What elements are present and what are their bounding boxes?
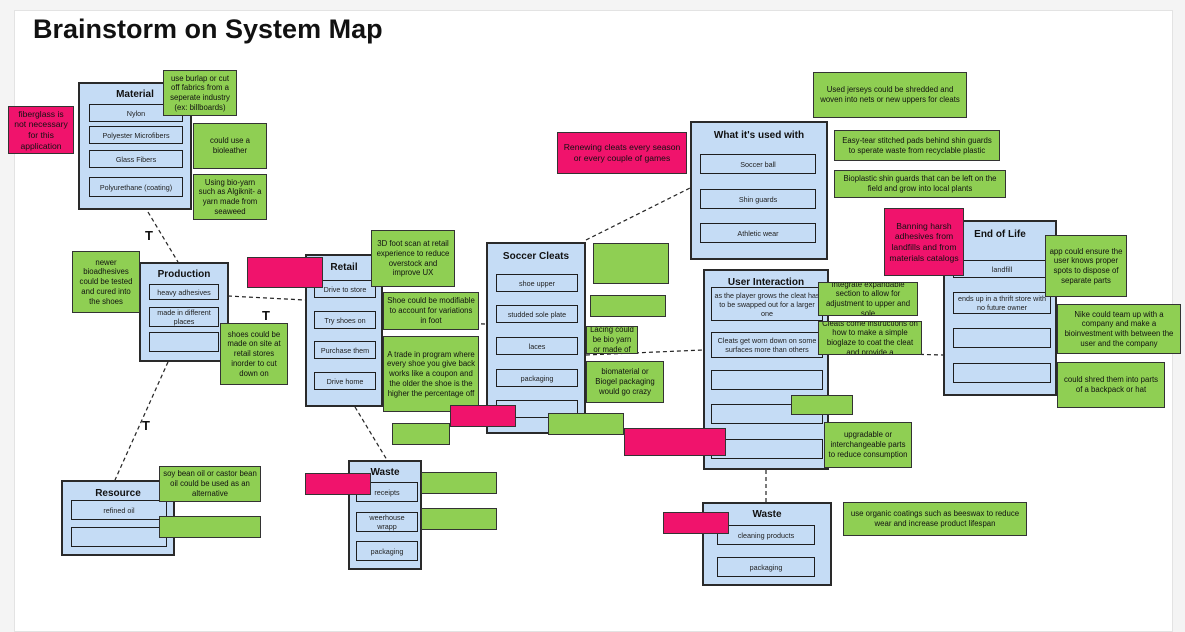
pink-note-renewing[interactable]: Renewing cleats every season or every co… (557, 132, 687, 174)
waste-retail-item[interactable]: weerhouse wrapp (356, 512, 418, 532)
sticky-note-modifiable[interactable]: Shoe could be modifiable to account for … (383, 292, 479, 330)
material-title: Material (116, 89, 154, 100)
sticky-note-lacing[interactable]: Lacing could be bio yarn or made of (586, 326, 638, 354)
sticky-note-biomaterial[interactable]: biomaterial or Biogel packaging would go… (586, 361, 664, 403)
end-of-life-box[interactable]: End of Life landfill ends up in a thrift… (943, 220, 1057, 396)
pink-note-banning[interactable]: Banning harsh adhesives from landfills a… (884, 208, 964, 276)
sticky-note-burlap[interactable]: use burlap or cut off fabrics from a sep… (163, 70, 237, 116)
transport-marker: T (262, 308, 270, 323)
end-of-life-item[interactable]: ends up in a thrift store with no future… (953, 292, 1051, 314)
user-interaction-box[interactable]: User Interaction as the player grows the… (703, 269, 829, 470)
sticky-note-empty[interactable] (421, 472, 497, 494)
transport-marker: T (145, 228, 153, 243)
material-item[interactable]: Polyurethane (coating) (89, 177, 183, 197)
retail-item[interactable]: Purchase them (314, 341, 376, 359)
used-with-box[interactable]: What it's used with Soccer ball Shin gua… (690, 121, 828, 260)
soccer-cleats-item[interactable]: laces (496, 337, 578, 355)
pink-note-empty[interactable] (663, 512, 729, 534)
sticky-note-empty[interactable] (421, 508, 497, 530)
sticky-note-empty[interactable] (548, 413, 624, 435)
transport-marker: T (142, 418, 150, 433)
production-item[interactable]: heavy adhesives (149, 284, 219, 300)
user-interaction-item[interactable]: Cleats get worn down on some surfaces mo… (711, 332, 823, 358)
user-interaction-item[interactable] (711, 439, 823, 459)
sticky-note-upgradable[interactable]: upgradable or interchangeable parts to r… (824, 422, 912, 468)
retail-item[interactable]: Drive to store (314, 280, 376, 298)
sticky-note-shred[interactable]: could shred them into parts of a backpac… (1057, 362, 1165, 408)
sticky-note-empty[interactable] (791, 395, 853, 415)
used-with-item[interactable]: Soccer ball (700, 154, 816, 174)
production-item[interactable] (149, 332, 219, 352)
used-with-title: What it's used with (713, 130, 805, 141)
end-of-life-item[interactable] (953, 328, 1051, 348)
sticky-note-bioglaze[interactable]: Cleats come instructions on how to make … (818, 321, 922, 355)
page-title: Brainstorm on System Map (33, 14, 383, 44)
sticky-note-bioadhesives[interactable]: newer bioadhesives could be tested and c… (72, 251, 140, 313)
sticky-note-bioleather[interactable]: could use a bioleather (193, 123, 267, 169)
waste-retail-title: Waste (370, 467, 400, 478)
production-title: Production (157, 269, 211, 280)
production-item[interactable]: made in different places (149, 307, 219, 327)
pink-note-empty[interactable] (305, 473, 371, 495)
sticky-note-empty[interactable] (590, 295, 666, 317)
resource-item[interactable]: refined oil (71, 500, 167, 520)
waste-retail-item[interactable]: packaging (356, 541, 418, 561)
waste-user-box[interactable]: Waste cleaning products packaging (702, 502, 832, 586)
retail-title: Retail (330, 262, 358, 273)
resource-box[interactable]: Resource refined oil (61, 480, 175, 556)
used-with-item[interactable]: Shin guards (700, 189, 816, 209)
sticky-note-soybean[interactable]: soy bean oil or castor bean oil could be… (159, 466, 261, 502)
material-item[interactable]: Nylon (89, 104, 183, 122)
soccer-cleats-box[interactable]: Soccer Cleats shoe upper studded sole pl… (486, 242, 586, 434)
sticky-note-nike[interactable]: Nike could team up with a company and ma… (1057, 304, 1181, 354)
material-item[interactable]: Glass Fibers (89, 150, 183, 168)
waste-user-title: Waste (752, 509, 782, 520)
end-of-life-title: End of Life (974, 229, 1026, 240)
sticky-note-bioyarn[interactable]: Using bio-yarn such as Algiknit- a yarn … (193, 174, 267, 220)
end-of-life-item[interactable]: landfill (953, 260, 1051, 278)
retail-item[interactable]: Try shoes on (314, 311, 376, 329)
resource-title: Resource (95, 488, 141, 499)
soccer-cleats-item[interactable]: packaging (496, 369, 578, 387)
sticky-note-3d-scan[interactable]: 3D foot scan at retail experience to red… (371, 230, 455, 287)
used-with-item[interactable]: Athletic wear (700, 223, 816, 243)
sticky-note-jerseys[interactable]: Used jerseys could be shredded and woven… (813, 72, 967, 118)
resource-item[interactable] (71, 527, 167, 547)
sticky-note-empty[interactable] (593, 243, 669, 284)
sticky-note-onsite[interactable]: shoes could be made on site at retail st… (220, 323, 288, 385)
waste-user-item[interactable]: packaging (717, 557, 815, 577)
pink-note-fiberglass[interactable]: fiberglass is not necessary for this app… (8, 106, 74, 154)
sticky-note-trade-in[interactable]: A trade in program where every shoe you … (383, 336, 479, 412)
sticky-note-empty[interactable] (159, 516, 261, 538)
soccer-cleats-item[interactable]: studded sole plate (496, 305, 578, 323)
sticky-note-empty[interactable] (392, 423, 450, 445)
production-box[interactable]: Production heavy adhesives made in diffe… (139, 262, 229, 362)
waste-user-item[interactable]: cleaning products (717, 525, 815, 545)
sticky-note-expandable[interactable]: Integrate expandable section to allow fo… (818, 282, 918, 316)
soccer-cleats-item[interactable]: shoe upper (496, 274, 578, 292)
retail-box[interactable]: Retail Drive to store Try shoes on Purch… (305, 254, 383, 407)
sticky-note-easy-tear[interactable]: Easy-tear stitched pads behind shin guar… (834, 130, 1000, 161)
pink-note-empty[interactable] (247, 257, 323, 288)
retail-item[interactable]: Drive home (314, 372, 376, 390)
pink-note-empty[interactable] (624, 428, 726, 456)
user-interaction-item[interactable]: as the player grows the cleat has to be … (711, 287, 823, 321)
user-interaction-item[interactable] (711, 370, 823, 390)
sticky-note-bioplastic[interactable]: Bioplastic shin guards that can be left … (834, 170, 1006, 198)
material-item[interactable]: Polyester Microfibers (89, 126, 183, 144)
soccer-cleats-title: Soccer Cleats (502, 251, 570, 262)
material-box[interactable]: Material Nylon Polyester Microfibers Gla… (78, 82, 192, 210)
user-interaction-title: User Interaction (727, 277, 805, 288)
pink-note-empty[interactable] (450, 405, 516, 427)
end-of-life-item[interactable] (953, 363, 1051, 383)
sticky-note-organic[interactable]: use organic coatings such as beeswax to … (843, 502, 1027, 536)
sticky-note-app[interactable]: app could ensure the user knows proper s… (1045, 235, 1127, 297)
